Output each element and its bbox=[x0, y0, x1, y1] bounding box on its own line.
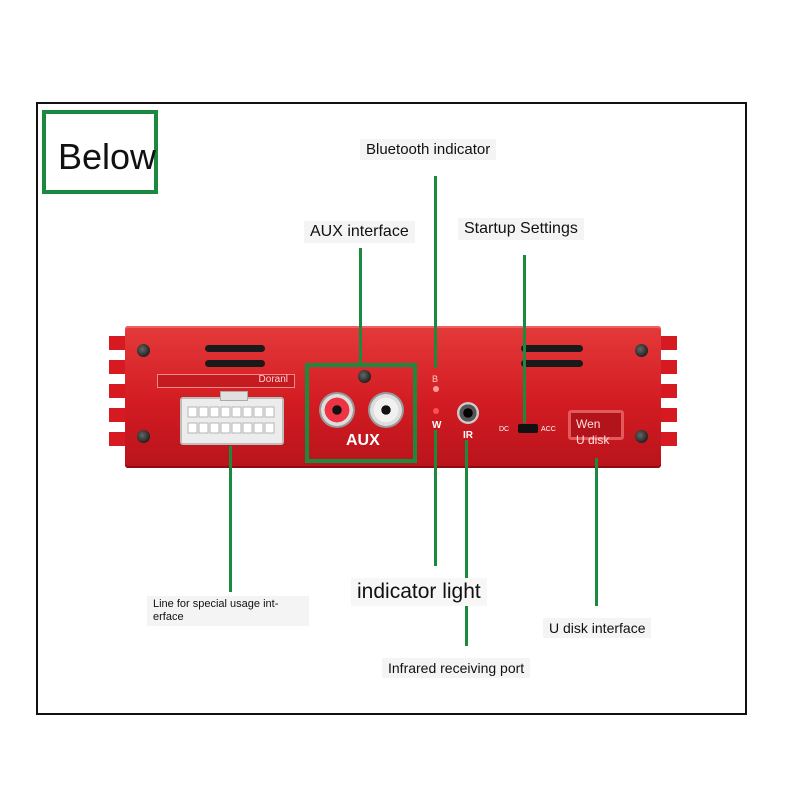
aux-jack-right[interactable] bbox=[368, 392, 404, 428]
vent-slot bbox=[205, 360, 265, 367]
diagram-frame bbox=[36, 102, 747, 715]
heat-fin bbox=[661, 384, 677, 398]
screw-icon bbox=[635, 344, 648, 357]
screw-icon bbox=[358, 370, 371, 383]
title-box: Below bbox=[42, 110, 158, 194]
led-bluetooth-label: B bbox=[432, 374, 439, 384]
brand-strip: Doranl bbox=[157, 374, 295, 388]
screw-icon bbox=[137, 344, 150, 357]
aux-interface-label: AUX interface bbox=[304, 221, 415, 243]
acc-label: ACC bbox=[541, 426, 556, 433]
connector-latch bbox=[220, 391, 248, 401]
dc-label: DC bbox=[499, 426, 510, 433]
vent-slot bbox=[521, 345, 583, 352]
ir-receiver-port bbox=[457, 402, 479, 424]
diagram-title: Below bbox=[58, 136, 157, 177]
infrared-leader-line bbox=[465, 440, 468, 646]
vent-slot bbox=[521, 360, 583, 367]
special-interface-leader-line bbox=[229, 446, 232, 592]
indicator-light-label: indicator light bbox=[351, 578, 487, 606]
special-interface-label: Line for special usage int- erface bbox=[147, 596, 309, 626]
startup-leader-line bbox=[523, 255, 526, 423]
special-connector[interactable] bbox=[180, 391, 284, 445]
startup-settings-label: Startup Settings bbox=[458, 218, 584, 240]
infrared-port-label: Infrared receiving port bbox=[382, 658, 531, 678]
led-work-label: W bbox=[432, 420, 442, 431]
aux-highlight-box bbox=[305, 363, 417, 463]
udisk-interface-label: U disk interface bbox=[543, 618, 652, 638]
udisk-label-2: U disk bbox=[576, 433, 610, 447]
bluetooth-leader-line bbox=[434, 176, 437, 368]
amplifier-device: Doranl AUX B bbox=[107, 322, 679, 472]
udisk-leader-line bbox=[595, 458, 598, 606]
brand-label: Doranl bbox=[258, 374, 288, 385]
special-interface-label-line2: erface bbox=[153, 611, 184, 623]
heat-fin bbox=[109, 384, 125, 398]
screw-icon bbox=[137, 430, 150, 443]
udisk-port[interactable]: Wen U disk bbox=[568, 410, 624, 447]
heat-fin bbox=[109, 336, 125, 350]
heat-fin bbox=[661, 360, 677, 374]
front-panel: Doranl AUX B bbox=[125, 326, 661, 468]
heat-fin bbox=[661, 336, 677, 350]
udisk-label-1: Wen bbox=[576, 417, 601, 431]
led-work bbox=[433, 408, 439, 414]
ir-label: IR bbox=[463, 430, 473, 441]
vent-slot bbox=[205, 345, 265, 352]
aux-jack-left[interactable] bbox=[319, 392, 355, 428]
heat-fin bbox=[109, 408, 125, 422]
screw-icon bbox=[635, 430, 648, 443]
connector-pins bbox=[187, 406, 275, 434]
aux-panel-label: AUX bbox=[346, 432, 380, 449]
special-interface-label-line1: Line for special usage int- bbox=[153, 598, 279, 610]
heat-fin bbox=[109, 432, 125, 446]
indicator-leader-line bbox=[434, 430, 437, 566]
led-bluetooth bbox=[433, 386, 439, 392]
heat-fin bbox=[661, 432, 677, 446]
aux-leader-line bbox=[359, 248, 362, 364]
heat-fin bbox=[661, 408, 677, 422]
heat-fin bbox=[109, 360, 125, 374]
startup-switch[interactable] bbox=[518, 424, 538, 433]
bluetooth-indicator-label: Bluetooth indicator bbox=[360, 139, 497, 160]
